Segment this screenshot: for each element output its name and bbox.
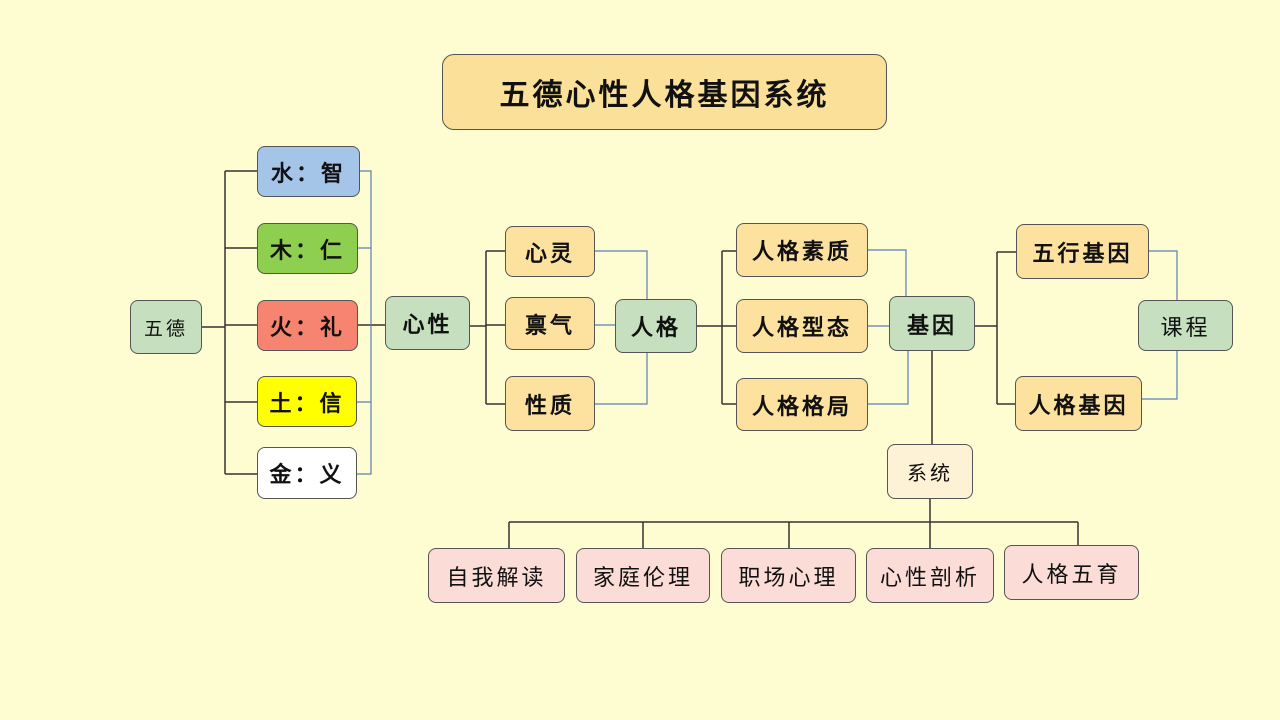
node-earth-trust: 土：信	[257, 376, 357, 427]
node-workplace-psychology: 职场心理	[721, 548, 856, 603]
node-self-interpretation: 自我解读	[428, 548, 565, 603]
node-renge-xingtai: 人格型态	[736, 299, 868, 353]
node-renge: 人格	[615, 299, 697, 353]
node-jiyin: 基因	[889, 296, 975, 351]
node-renge-jiyin: 人格基因	[1015, 376, 1142, 431]
node-renge-wuyu: 人格五育	[1004, 545, 1139, 600]
node-bingqi: 禀气	[505, 297, 595, 350]
node-xinling: 心灵	[505, 226, 595, 277]
node-renge-suzhi: 人格素质	[736, 223, 868, 277]
node-xingzhi: 性质	[505, 376, 595, 431]
node-wood-benevolence: 木：仁	[257, 223, 358, 274]
node-xinxing: 心性	[385, 296, 470, 350]
node-metal-righteousness: 金：义	[257, 447, 357, 499]
node-fire-propriety: 火：礼	[257, 300, 358, 351]
node-renge-geju: 人格格局	[736, 378, 868, 431]
node-xitong: 系统	[887, 444, 973, 499]
node-family-ethics: 家庭伦理	[576, 548, 710, 603]
node-kecheng: 课程	[1138, 300, 1233, 351]
node-xinxing-analysis: 心性剖析	[866, 548, 994, 603]
diagram-title: 五德心性人格基因系统	[442, 54, 887, 130]
node-water-wisdom: 水：智	[257, 146, 360, 197]
node-wude: 五德	[130, 300, 202, 354]
node-wuxing-jiyin: 五行基因	[1016, 224, 1149, 279]
